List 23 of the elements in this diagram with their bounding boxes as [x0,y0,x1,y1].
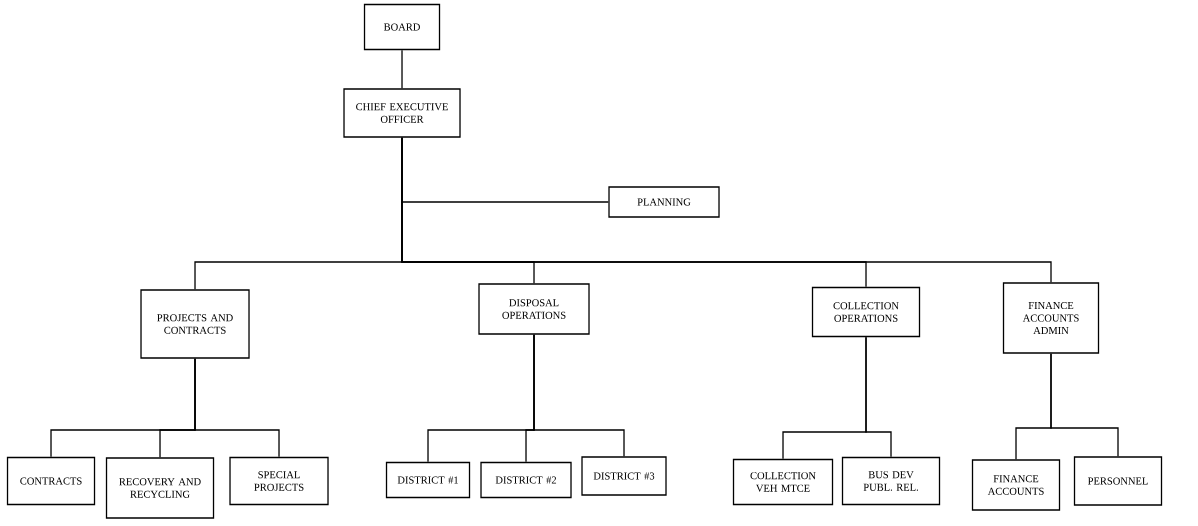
connector-line [401,137,1052,283]
org-box: CHIEF EXECUTIVE OFFICER [343,88,461,138]
connector-line [401,49,403,89]
org-box: BOARD [363,3,441,51]
org-box: COLLECTION VEH MTCE [732,458,834,506]
org-box: COLLECTION OPERATIONS [811,286,921,338]
org-box: CONTRACTS [6,456,96,506]
org-box: SPECIAL PROJECTS [229,456,329,506]
org-box: DISPOSAL OPERATIONS [478,283,590,335]
connector-line [194,358,280,458]
org-box: PROJECTS AND CONTRACTS [140,289,250,359]
org-box: PERSONNEL [1073,456,1163,506]
org-box: PLANNING [608,186,720,218]
org-box: FINANCE ACCOUNTS [971,459,1061,511]
org-box: RECOVERY AND RECYCLING [105,457,215,519]
org-box: DISTRICT #3 [581,456,667,496]
org-box: BUS DEV PUBL. REL. [841,456,941,506]
org-box: FINANCE ACCOUNTS ADMIN [1002,282,1100,354]
connector-line [1050,353,1119,457]
org-box: DISTRICT #1 [385,461,471,499]
connector-line [533,334,625,457]
connector-line [865,336,892,458]
org-box: DISTRICT #2 [480,461,572,499]
